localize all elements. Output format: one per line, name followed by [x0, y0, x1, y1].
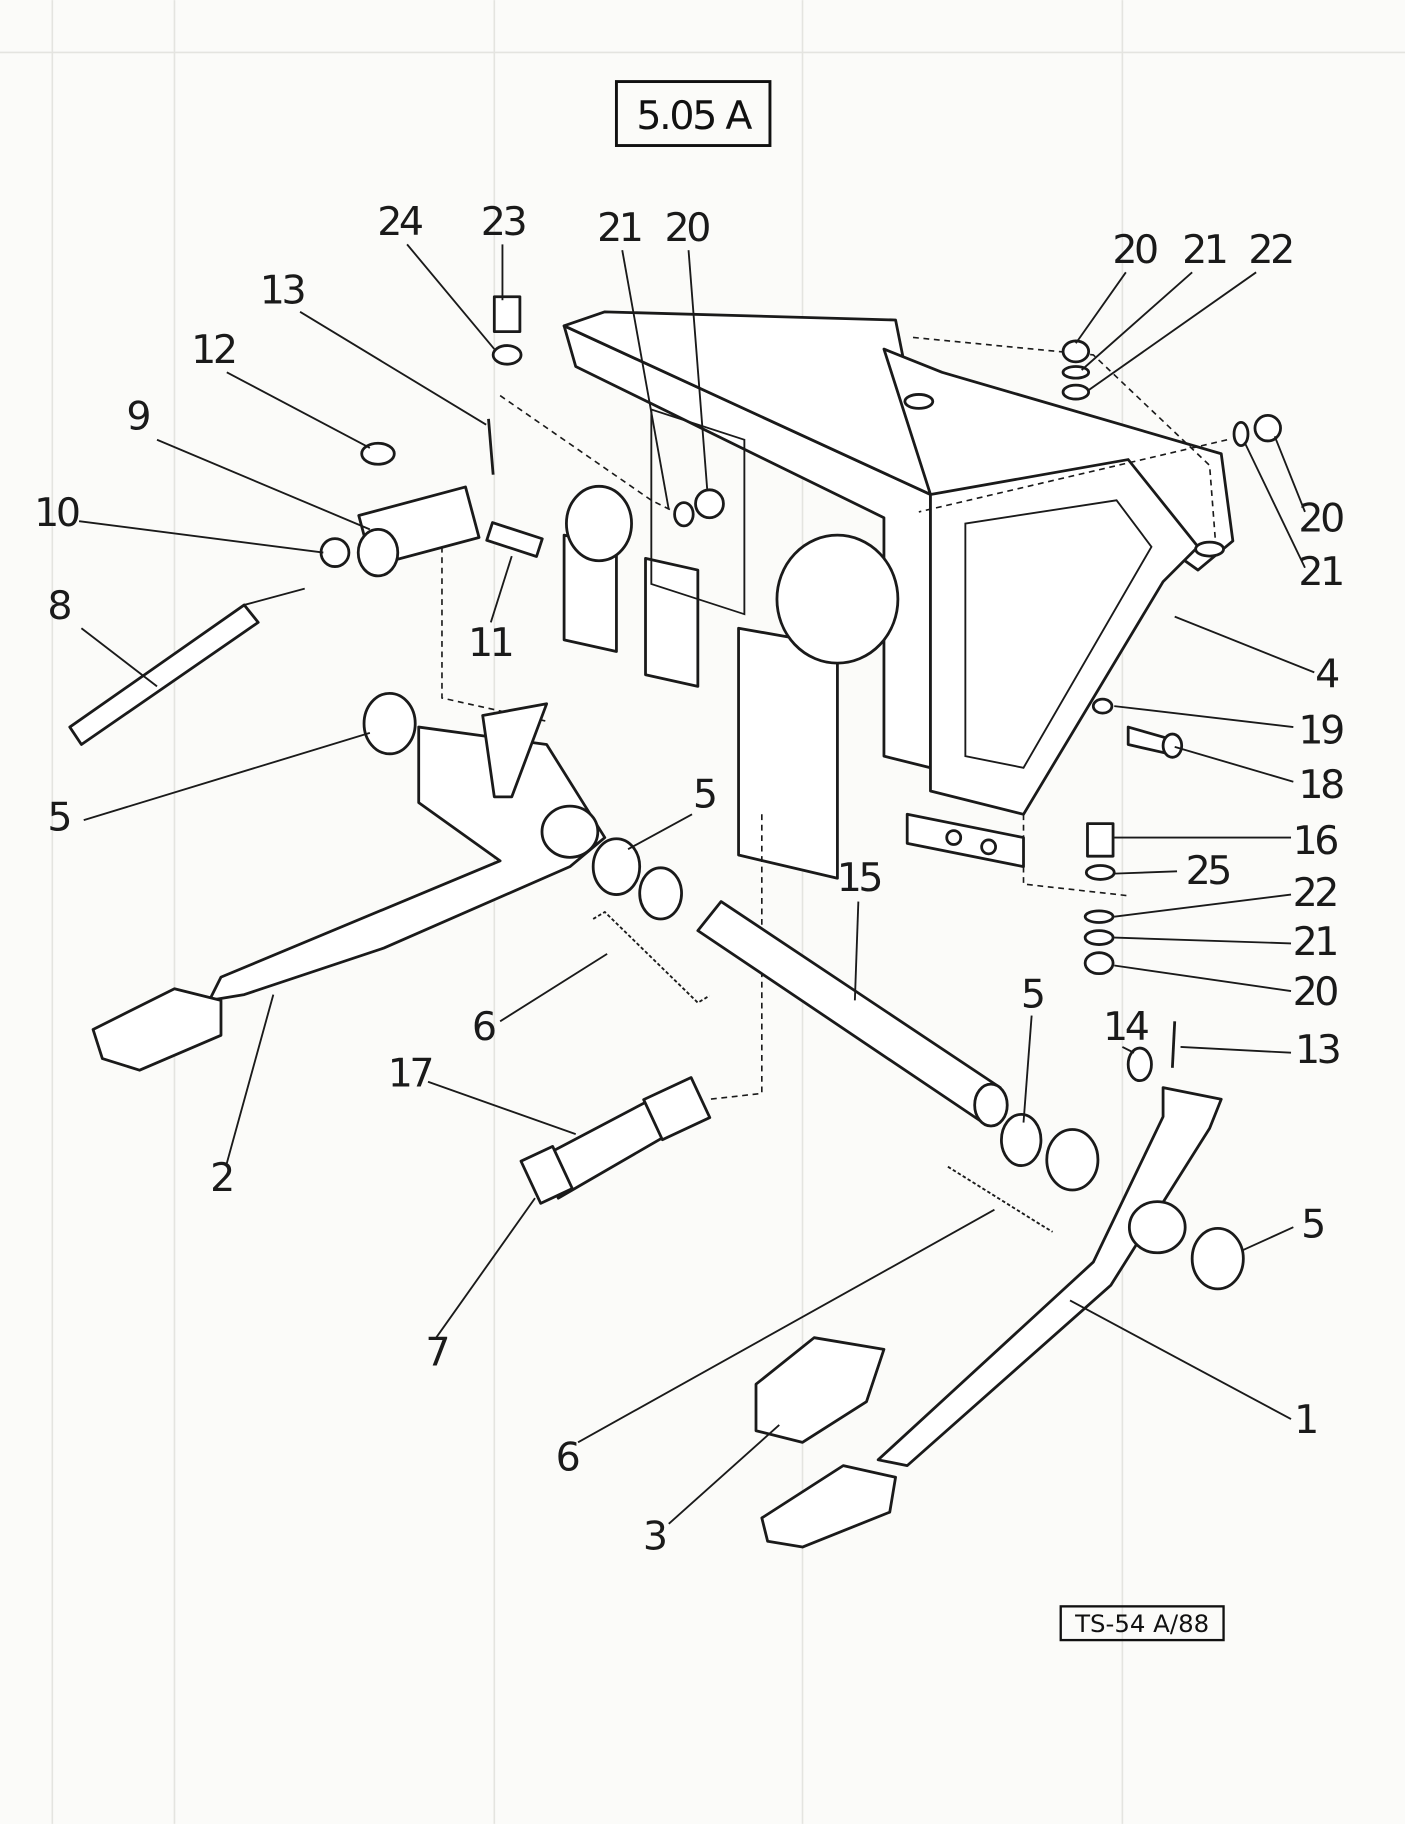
pedal-bracket [562, 310, 1235, 880]
callout-number: 5 [1021, 971, 1043, 1017]
callout-leader-line [83, 731, 371, 822]
callout-leader-line [1075, 271, 1127, 344]
callout-number: 9 [126, 393, 149, 439]
figure-title-box: 5.05 A [614, 80, 772, 147]
callout-leader-line [1086, 271, 1257, 392]
callout-leader-line [1174, 615, 1315, 674]
callout-leader-line [1273, 435, 1306, 513]
callout-leader-line [1114, 705, 1294, 728]
callout-number: 4 [1315, 652, 1338, 698]
callout-leader-line [1114, 936, 1292, 945]
callout-leader-line [78, 520, 324, 554]
callout-leader-line [621, 250, 670, 510]
callout-number: 5 [1301, 1202, 1323, 1248]
callout-number: 15 [837, 855, 881, 901]
callout-number: 5 [693, 771, 715, 817]
callout-number: 20 [1112, 227, 1157, 273]
callout-leader-line [1241, 1226, 1294, 1252]
stop-light-switch [519, 1076, 712, 1205]
callout-number: 14 [1103, 1004, 1148, 1050]
callout-leader-line [156, 438, 371, 531]
callout-leader-line [687, 250, 709, 489]
callout-number: 20 [1293, 969, 1338, 1015]
callout-leader-line [627, 813, 693, 851]
shaft-and-bushings [362, 691, 1245, 1291]
callout-leader-line [1114, 870, 1178, 875]
callout-number: 22 [1293, 870, 1337, 916]
callout-number: 21 [1298, 549, 1342, 595]
callout-leader-line [1069, 1299, 1292, 1420]
callout-number: 1 [1294, 1397, 1316, 1443]
callout-number: 5 [47, 795, 69, 841]
callout-leader-line [1114, 964, 1292, 993]
callout-number: 21 [1182, 227, 1226, 273]
callout-leader-line [1081, 271, 1193, 371]
callout-leader-line [577, 1208, 995, 1444]
callout-number: 7 [425, 1330, 447, 1376]
callout-leader-line [225, 994, 275, 1164]
callout-leader-line [435, 1197, 536, 1339]
callout-number: 21 [597, 205, 641, 251]
callout-number: 17 [388, 1050, 432, 1096]
callout-number: 20 [665, 205, 710, 251]
callout-number: 25 [1186, 848, 1230, 894]
callout-number: 8 [47, 583, 70, 629]
callout-number: 10 [34, 490, 79, 536]
callout-leader-line [226, 371, 371, 449]
callout-leader-line [853, 901, 860, 1001]
callout-number: 23 [481, 199, 525, 245]
callout-number: 18 [1298, 762, 1343, 808]
callout-leader-line [1174, 745, 1294, 783]
callout-number: 20 [1298, 496, 1343, 542]
drawing-reference: TS-54 A/88 [1074, 1609, 1209, 1638]
callout-leader-line [1121, 1046, 1135, 1054]
callout-leader-line [427, 1080, 577, 1136]
callout-number: 6 [556, 1434, 579, 1480]
callout-number: 6 [472, 1004, 495, 1050]
callout-leader-line [1243, 441, 1306, 569]
figure-title: 5.05 A [636, 93, 752, 139]
callout-leader-line [489, 555, 513, 623]
callout-number: 22 [1248, 227, 1292, 273]
brake-pedal [754, 1086, 1223, 1549]
callout-number: 11 [468, 620, 512, 666]
callout-number: 21 [1293, 919, 1337, 965]
callout-leader-line [299, 311, 487, 426]
drawing-reference-box: TS-54 A/88 [1059, 1605, 1225, 1642]
clutch-pedal [91, 702, 607, 1072]
callout-number: 24 [377, 199, 422, 245]
callout-number: 13 [1295, 1027, 1339, 1073]
callout-leader-line [406, 243, 496, 350]
callout-number: 16 [1293, 818, 1338, 864]
callout-number: 2 [210, 1155, 232, 1201]
callout-number: 3 [643, 1513, 665, 1559]
callout-leader-line [1114, 893, 1292, 918]
callout-leader-line [1180, 1045, 1292, 1054]
callout-leader-line [668, 1424, 780, 1525]
callout-number: 12 [191, 327, 235, 373]
callout-leader-line [80, 627, 158, 688]
callout-leader-line [499, 953, 608, 1023]
callout-number: 13 [260, 268, 304, 314]
callout-number: 19 [1298, 707, 1343, 753]
callout-leader-line [1022, 1015, 1033, 1123]
